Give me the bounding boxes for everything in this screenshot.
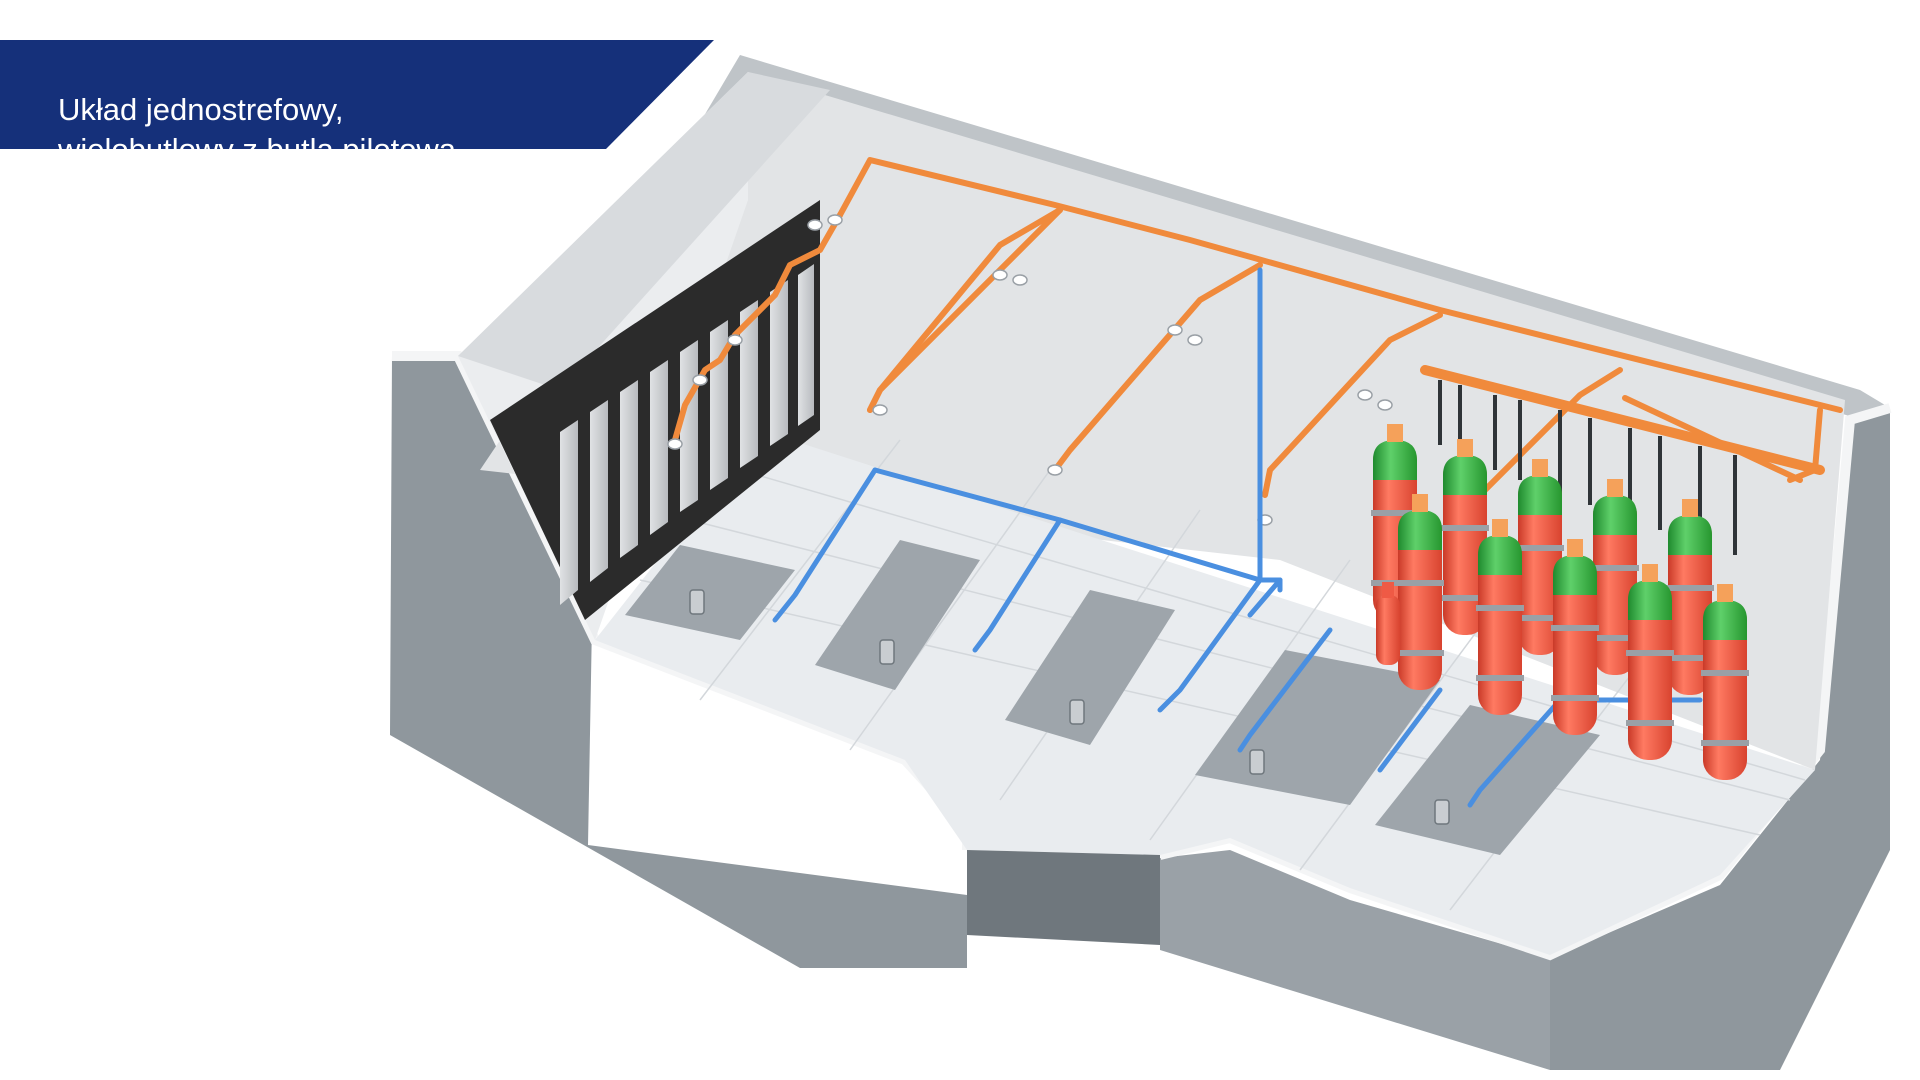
pilot-cylinder — [1376, 582, 1400, 665]
rack-doors — [560, 264, 814, 605]
floor-detectors — [689, 589, 1450, 825]
gas-cylinder — [1666, 499, 1714, 695]
detection-pipe-network — [772, 267, 1703, 808]
gas-cylinder — [1476, 519, 1524, 715]
gas-cylinder — [1516, 459, 1564, 655]
wall-section-front-right — [1160, 850, 1550, 1070]
gas-cylinder — [1396, 494, 1444, 690]
discharge-nozzles — [667, 214, 1393, 526]
cylinder-bank — [1371, 424, 1749, 780]
gas-cylinder — [1701, 584, 1749, 780]
gas-cylinder — [1551, 539, 1599, 735]
wall-section-right — [1550, 408, 1890, 1070]
server-racks — [490, 200, 820, 620]
title-line-2: wielobutlowy z butlą pilotową — [58, 132, 457, 167]
gas-cylinder — [1626, 564, 1674, 760]
title-banner: Układ jednostrefowy, wielobutlowy z butl… — [0, 40, 714, 167]
gas-cylinder — [1591, 479, 1639, 675]
gas-cylinder — [1371, 424, 1419, 620]
raised-ceiling-left — [458, 72, 830, 390]
front-step — [967, 850, 1160, 945]
title-banner-shape — [0, 40, 714, 149]
diagram-title: Układ jednostrefowy, wielobutlowy z butl… — [58, 90, 456, 170]
gas-cylinder — [1441, 439, 1489, 635]
title-line-1: Układ jednostrefowy, — [58, 92, 344, 127]
